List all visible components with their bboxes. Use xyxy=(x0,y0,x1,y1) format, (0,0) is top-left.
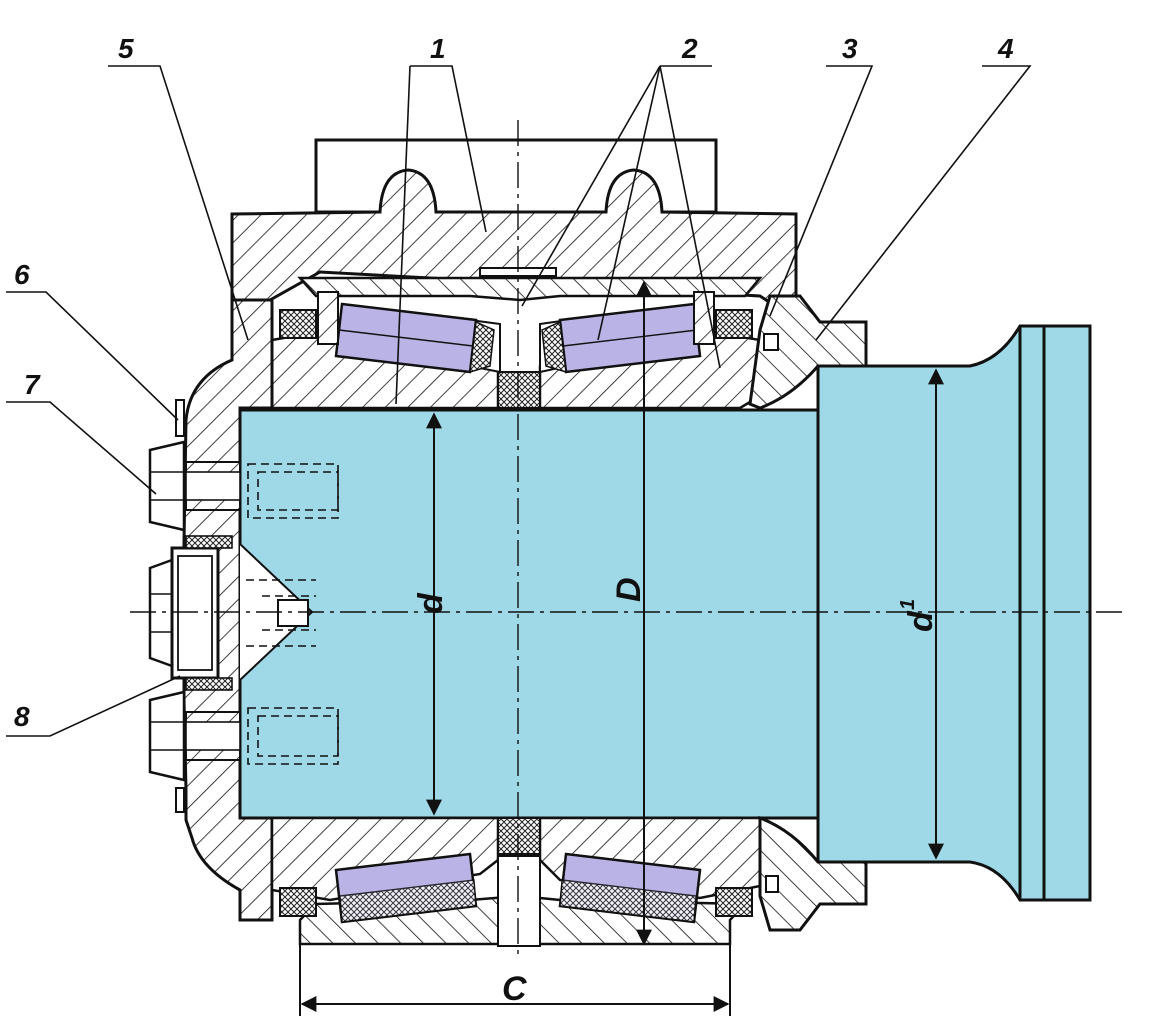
bolt-top xyxy=(148,440,339,532)
axle-journal xyxy=(238,324,1092,902)
dim-label-d: d xyxy=(412,592,450,614)
roller-bottom-left xyxy=(334,852,478,924)
bolt-bottom xyxy=(148,690,339,782)
dim-label-d1-sub: 1 xyxy=(897,599,919,610)
label-1: 1 xyxy=(430,33,446,64)
seal-top-left xyxy=(279,291,339,345)
label-8: 8 xyxy=(14,701,30,732)
label-7: 7 xyxy=(24,369,41,400)
outer-ring-top xyxy=(297,276,763,302)
rear-ring-top xyxy=(748,294,868,410)
roller-bottom-right xyxy=(558,852,702,924)
seal-bottom-left xyxy=(279,887,317,917)
cage-top xyxy=(469,320,567,374)
seal-top-right xyxy=(693,291,753,345)
leader-lines xyxy=(6,65,1032,737)
dim-label-D: D xyxy=(610,577,648,602)
center-bolt xyxy=(148,535,316,691)
spacer-ring-bottom xyxy=(497,817,541,855)
seal-bottom-right xyxy=(715,887,753,917)
label-3: 3 xyxy=(842,33,858,64)
dimension-lines xyxy=(299,280,944,1016)
label-2: 2 xyxy=(681,33,698,64)
label-5: 5 xyxy=(118,33,134,64)
label-4: 4 xyxy=(997,33,1014,64)
front-cover xyxy=(175,298,274,922)
dim-label-d1-main: d xyxy=(902,610,940,632)
label-6: 6 xyxy=(14,259,30,290)
center-lines xyxy=(130,120,1124,960)
dim-label-C: C xyxy=(502,970,527,1008)
rear-ring-bottom xyxy=(758,815,868,932)
dim-label-d1: d 1 xyxy=(897,599,940,632)
